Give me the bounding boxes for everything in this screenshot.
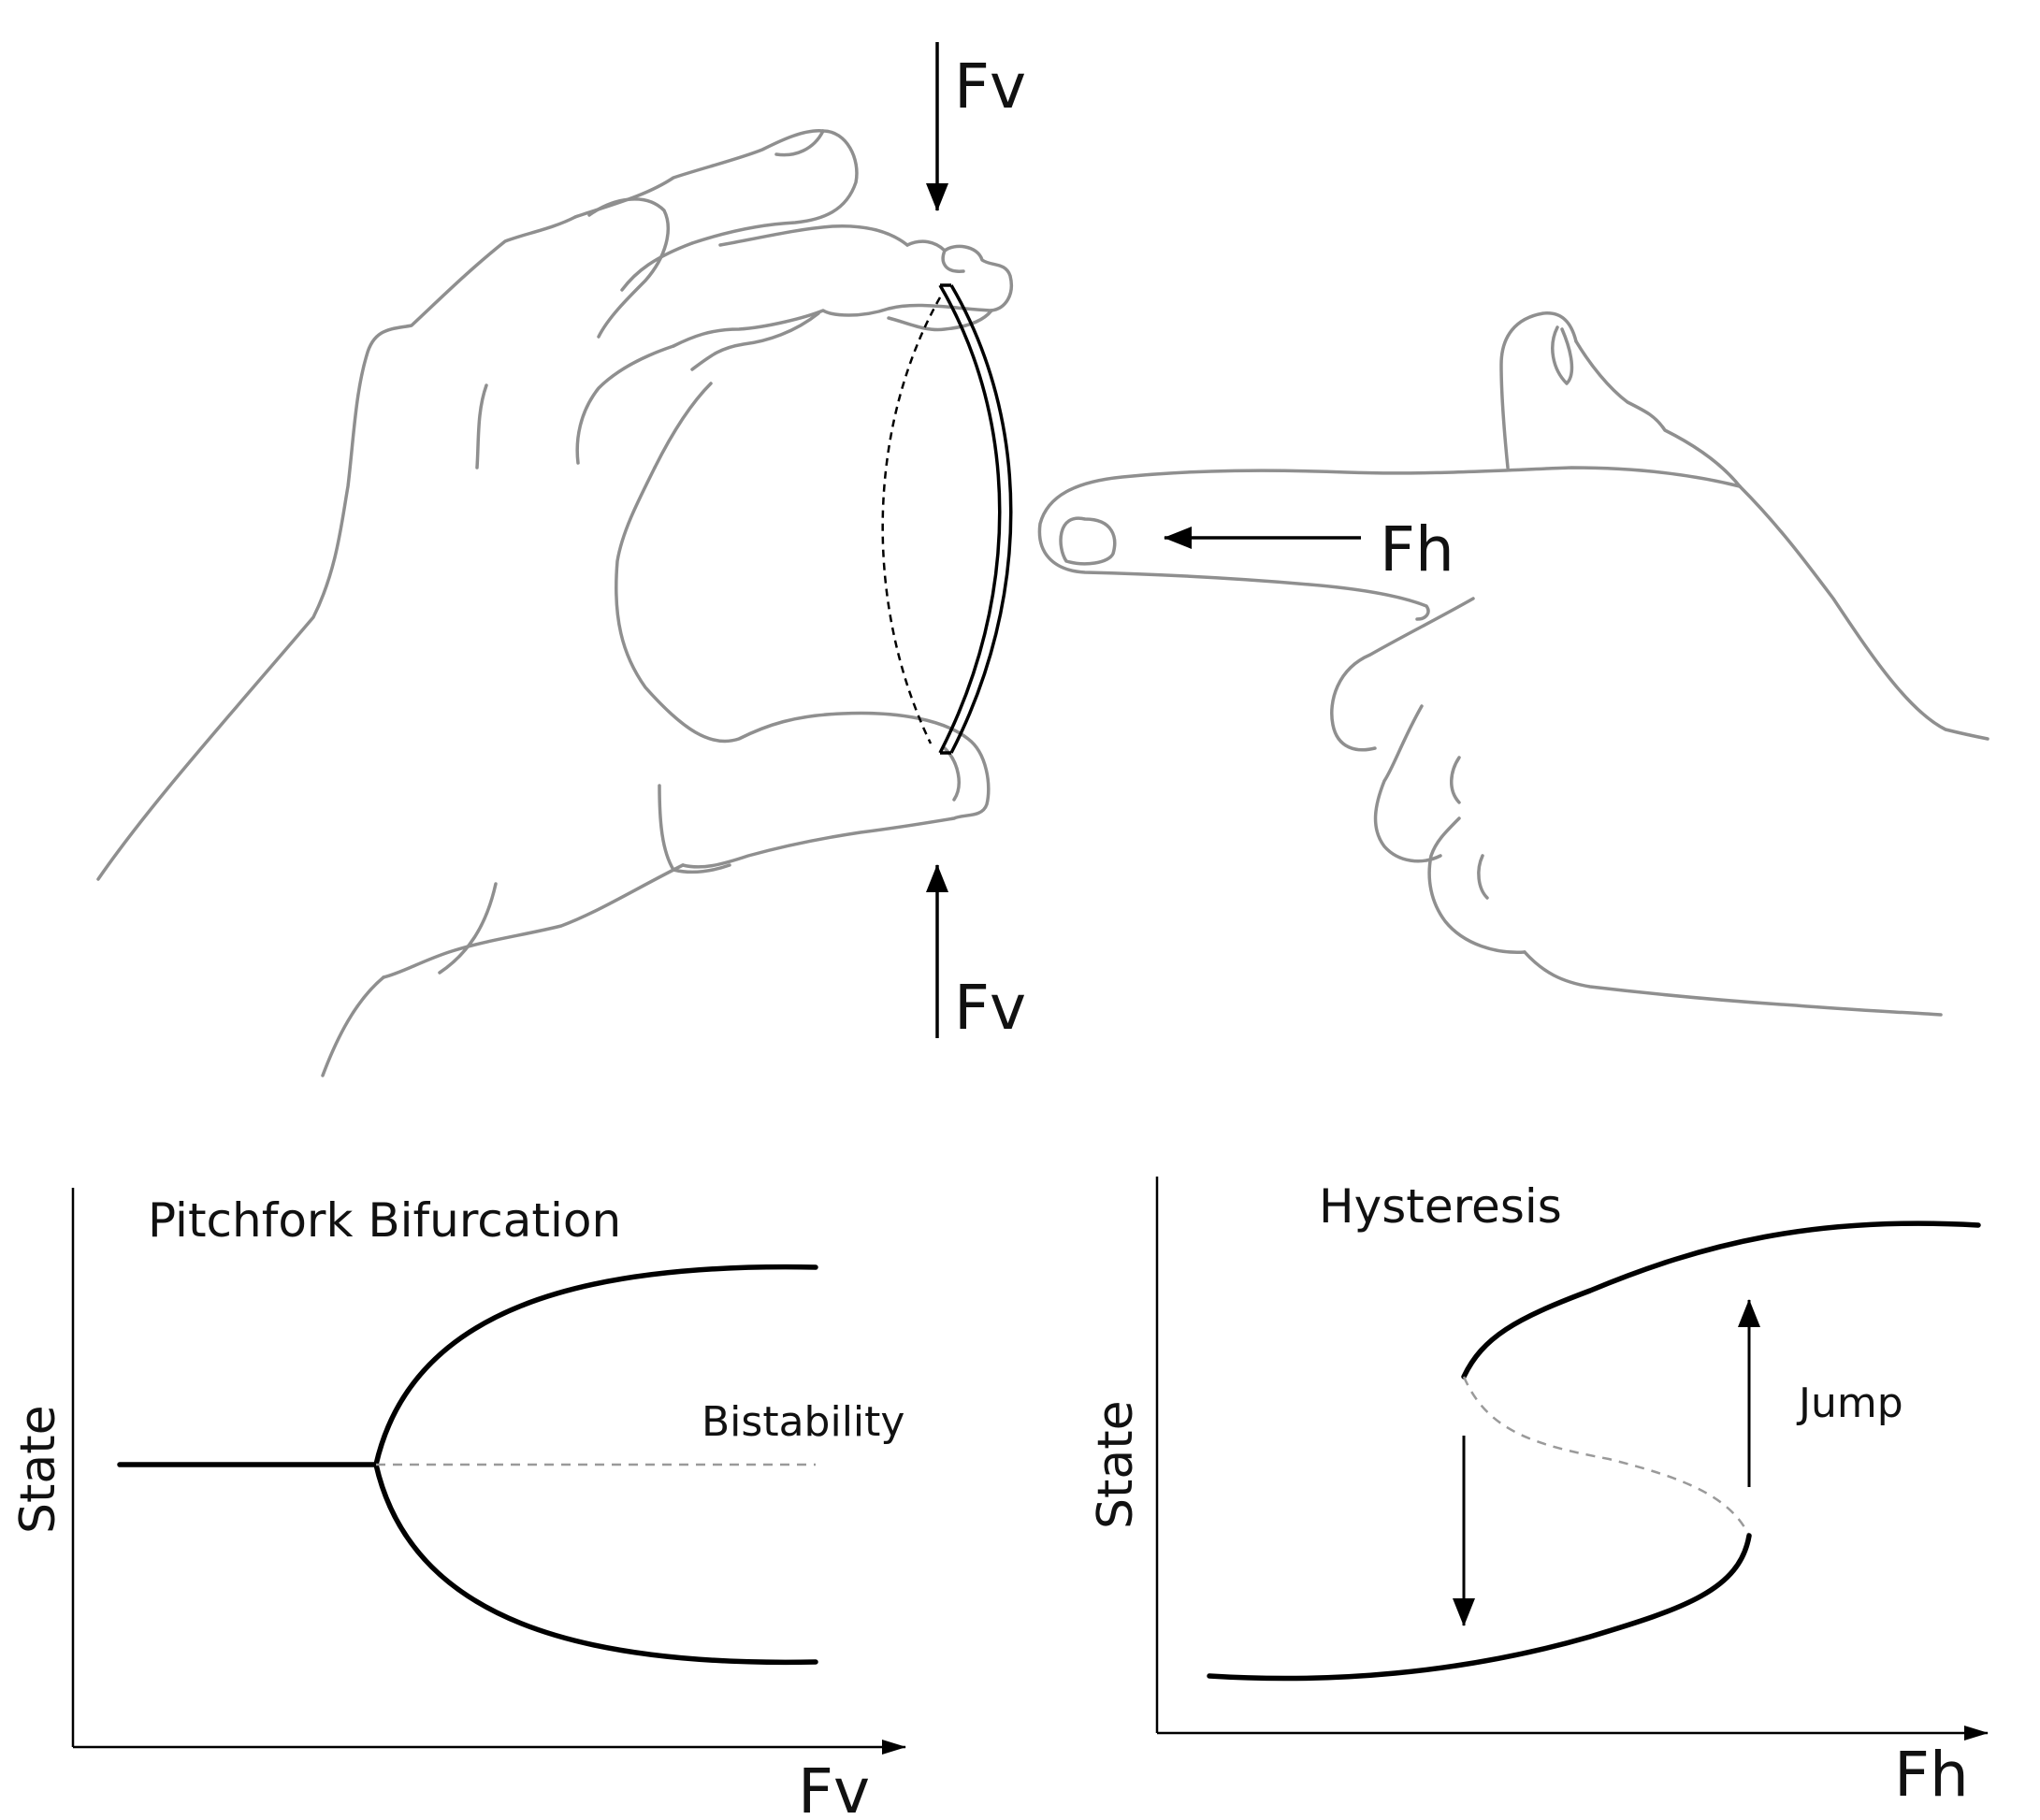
hysteresis-panel: Hysteresis State Fh Jump (1088, 1177, 1989, 1811)
force-horizontal-label: Fh (1380, 513, 1454, 585)
hysteresis-upper-branch (1461, 1221, 1981, 1379)
hysteresis-lower-branch (1207, 1533, 1752, 1682)
bending-strip (881, 283, 1013, 755)
hysteresis-xlabel: Fh (1894, 1739, 1969, 1811)
hysteresis-title: Hysteresis (1319, 1179, 1562, 1234)
hysteresis-ylabel: State (1088, 1400, 1144, 1529)
force-bottom-label: Fv (954, 972, 1026, 1044)
alternate-buckled-state-dashed (881, 296, 942, 744)
hysteresis-unstable-branch (1462, 1376, 1751, 1537)
pitchfork-annotation: Bistability (702, 1398, 904, 1446)
pitchfork-lower-branch (373, 1462, 818, 1666)
pitchfork-ylabel: State (10, 1405, 66, 1534)
pitchfork-upper-branch (373, 1264, 818, 1467)
pitchfork-xlabel: Fv (798, 1755, 870, 1815)
hysteresis-annotation: Jump (1796, 1379, 1903, 1427)
force-arrows (926, 42, 1361, 1038)
pitchfork-panel: Pitchfork Bifurcation State Fv Bistabili… (10, 1188, 906, 1820)
pitchfork-title: Pitchfork Bifurcation (148, 1193, 621, 1248)
force-top-label: Fv (954, 51, 1026, 123)
right-hand-illustration (1037, 311, 1989, 1017)
left-hand-illustration (96, 129, 1013, 1077)
